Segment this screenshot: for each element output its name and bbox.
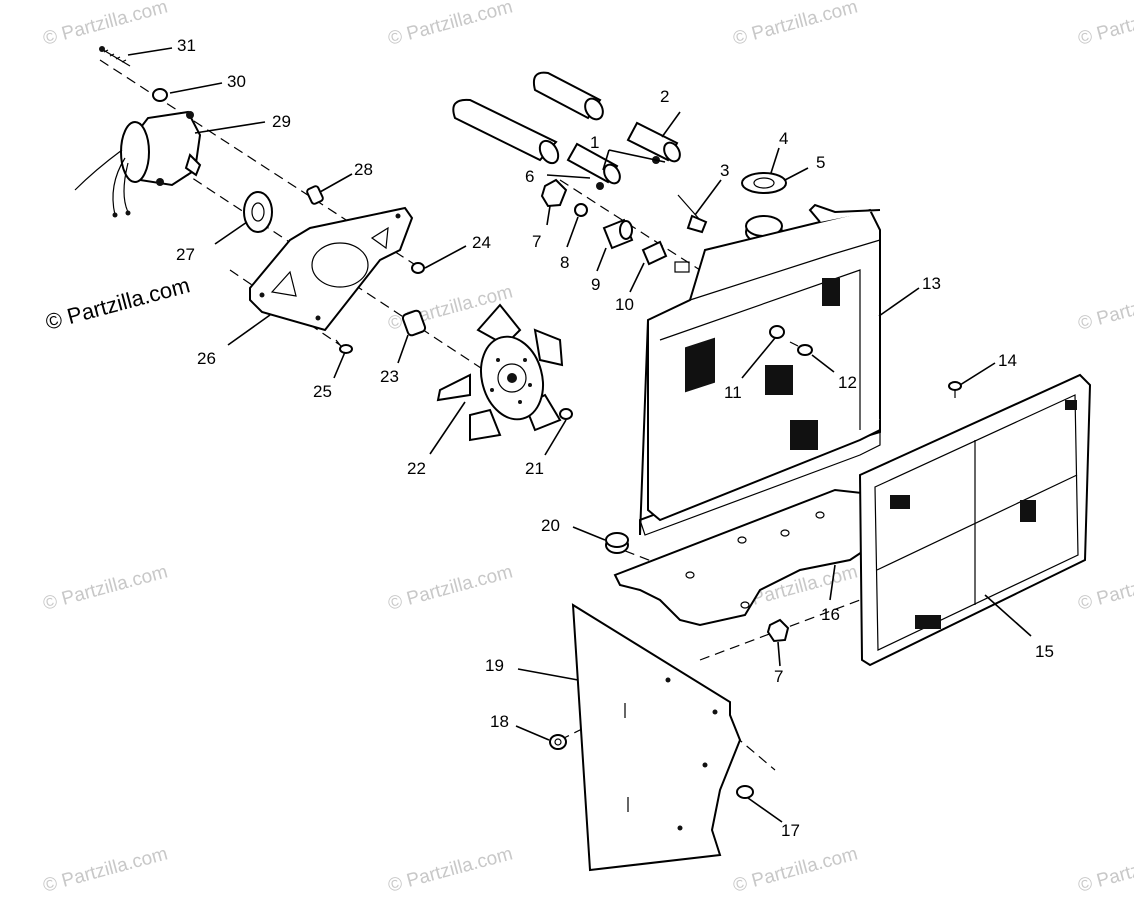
callout-4: 4 — [779, 129, 788, 148]
screen-15 — [858, 373, 1092, 667]
cap-gasket-4 — [741, 172, 787, 194]
callout-24: 24 — [472, 233, 491, 252]
callout-16: 16 — [821, 605, 840, 624]
nut-7-bottom — [766, 618, 790, 643]
watermark: © Partzilla.com — [41, 843, 170, 896]
callout-27: 27 — [176, 245, 195, 264]
callout-13: 13 — [922, 274, 941, 293]
callout-21: 21 — [525, 459, 544, 478]
leader-lines — [127, 47, 1032, 823]
callout-18: 18 — [490, 712, 509, 731]
bracket-plate-26 — [249, 206, 414, 332]
watermark: © Partzilla.com — [1076, 561, 1134, 614]
callout-6: 6 — [525, 167, 534, 186]
radiator-13 — [639, 203, 881, 536]
callout-12: 12 — [838, 373, 857, 392]
watermark: © Partzilla.com — [1076, 843, 1134, 896]
watermark: © Partzilla.com — [1076, 281, 1134, 334]
callout-5: 5 — [816, 153, 825, 172]
hoses — [452, 71, 604, 165]
callout-22: 22 — [407, 459, 426, 478]
callout-26: 26 — [197, 349, 216, 368]
washer-18 — [549, 734, 567, 750]
washer-8 — [574, 203, 588, 217]
watermark: © Partzilla.com — [1076, 0, 1134, 50]
callout-7: 7 — [532, 232, 541, 251]
screw-25 — [335, 339, 353, 354]
nut-24 — [411, 262, 425, 274]
callout-14: 14 — [998, 351, 1017, 370]
watermark: © Partzilla.com — [386, 843, 515, 896]
callout-17: 17 — [781, 821, 800, 840]
callout-23: 23 — [380, 367, 399, 386]
pulley-27 — [243, 191, 273, 233]
callout-labels: 1 2 3 4 5 6 7 8 9 10 11 12 13 14 15 16 1… — [176, 36, 1054, 840]
callout-25: 25 — [313, 382, 332, 401]
washer-11 — [769, 325, 785, 339]
watermark: © Partzilla.com — [731, 0, 860, 50]
spacer-23 — [401, 309, 427, 337]
callout-10: 10 — [615, 295, 634, 314]
callout-9: 9 — [591, 275, 600, 294]
callout-3: 3 — [720, 161, 729, 180]
callout-30: 30 — [227, 72, 246, 91]
callout-2: 2 — [660, 87, 669, 106]
spacer-10 — [641, 240, 668, 266]
clamp-3 — [677, 194, 708, 234]
callout-1: 1 — [590, 133, 599, 152]
fan-blade-22 — [436, 303, 564, 442]
callout-29: 29 — [272, 112, 291, 131]
tube-fittings-1 — [566, 121, 681, 190]
nut-7-top — [540, 178, 568, 208]
grommet-20 — [605, 532, 629, 554]
callout-8: 8 — [560, 253, 569, 272]
watermark: © Partzilla.com — [41, 0, 170, 50]
watermark: © Partzilla.com — [41, 561, 170, 614]
spacer-28 — [306, 185, 324, 205]
bolt-12 — [789, 341, 813, 356]
watermark-prominent: © Partzilla.com — [43, 272, 193, 335]
callout-28: 28 — [354, 160, 373, 179]
callout-11: 11 — [724, 383, 742, 402]
watermark: © Partzilla.com — [386, 0, 515, 50]
bolt-31 — [99, 46, 131, 67]
watermark: © Partzilla.com — [731, 843, 860, 896]
nut-21 — [559, 408, 573, 420]
callout-31: 31 — [177, 36, 196, 55]
screw-14 — [948, 381, 962, 398]
nut-30 — [152, 88, 168, 102]
plug-17 — [736, 785, 754, 799]
fan-motor — [74, 110, 202, 218]
callout-7-bottom: 7 — [774, 667, 783, 686]
shroud-19 — [571, 603, 742, 872]
bushing-9 — [602, 218, 634, 250]
watermark: © Partzilla.com — [386, 561, 515, 614]
callout-20: 20 — [541, 516, 560, 535]
callout-15: 15 — [1035, 642, 1054, 661]
callout-19: 19 — [485, 656, 504, 675]
